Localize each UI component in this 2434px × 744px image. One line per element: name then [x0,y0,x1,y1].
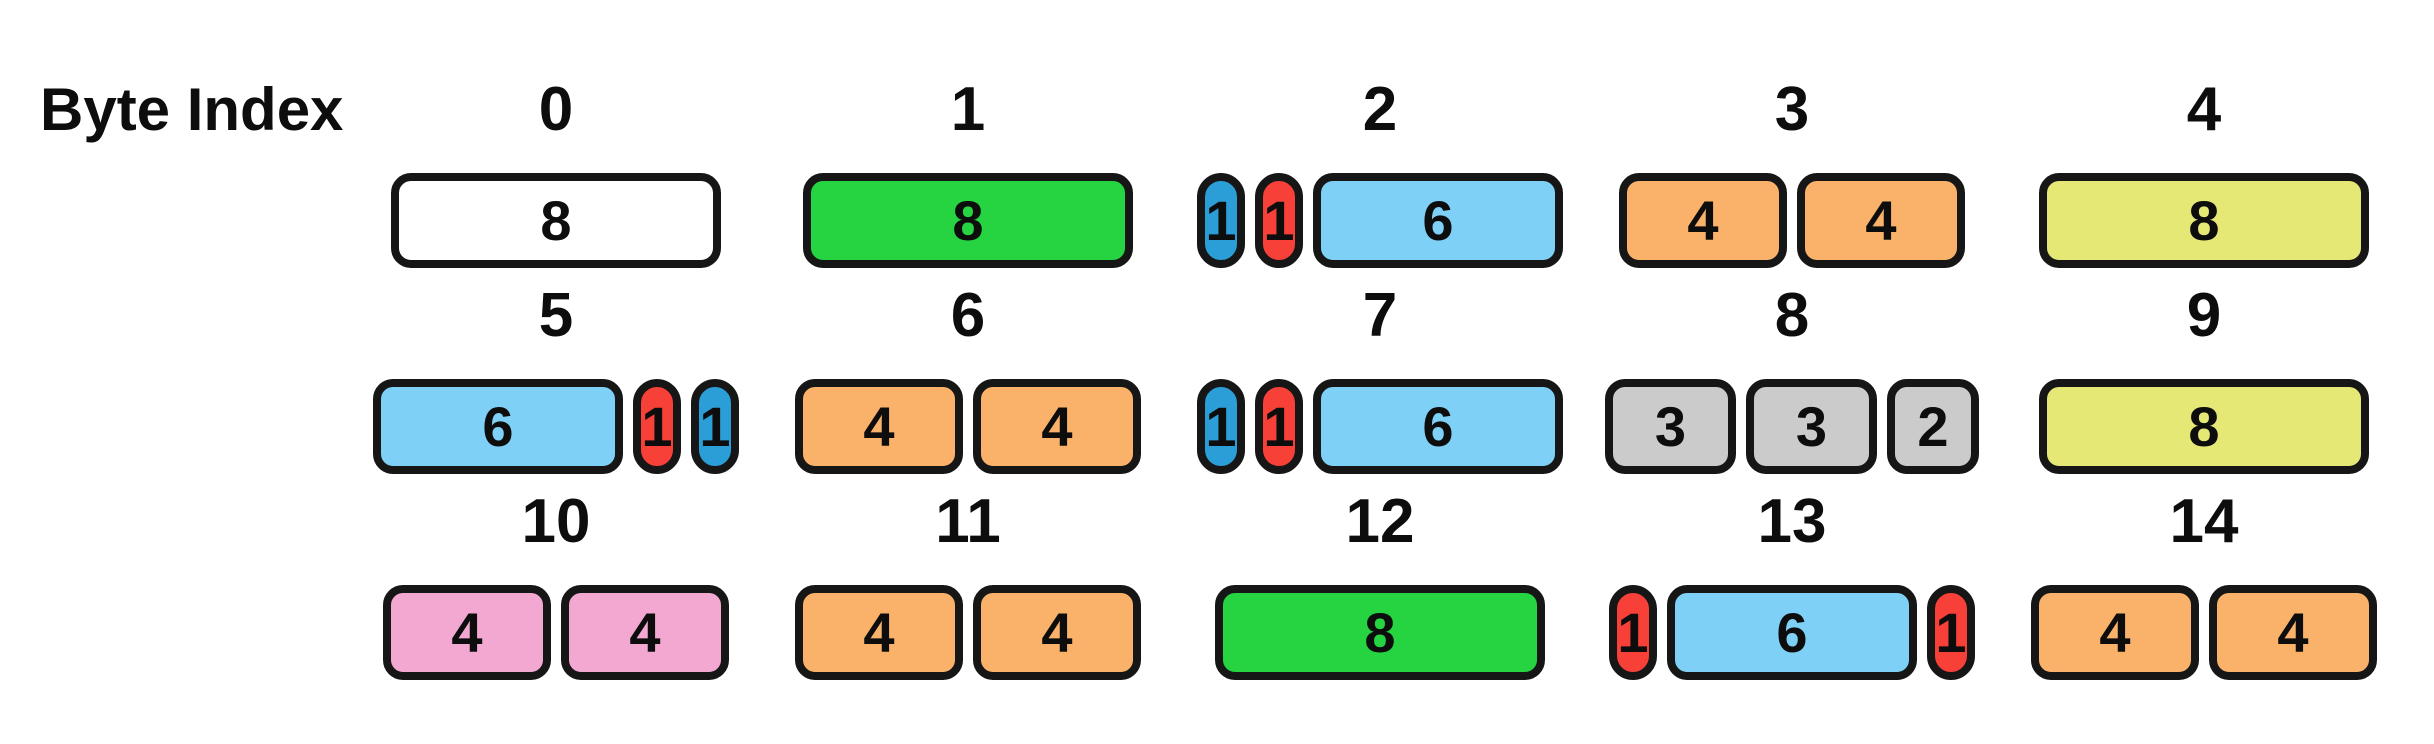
bit-segment: 6 [1313,173,1563,268]
byte-index-label: 4 [2186,75,2222,144]
byte-index-label: 14 [2169,487,2239,556]
byte-segments: 8 [2039,173,2369,268]
byte-segments: 8 [803,173,1133,268]
byte-index-label: 2 [1362,75,1398,144]
byte-index-label: 8 [1774,281,1810,350]
bit-segment: 4 [2031,585,2199,680]
bit-segment: 4 [1619,173,1787,268]
bit-segment: 6 [373,379,623,474]
bit-segment: 1 [1609,585,1657,680]
bit-segment: 3 [1605,379,1736,474]
bit-segment: 4 [383,585,551,680]
byte-index-label: 9 [2186,281,2222,350]
byte-index-label: 5 [538,281,574,350]
bit-segment: 4 [973,585,1141,680]
byte-segments: 8 [391,173,721,268]
bit-segment: 6 [1667,585,1917,680]
page-title: Byte Index [40,76,344,143]
byte-segments: 8 [2039,379,2369,474]
byte-index-label: 0 [538,75,574,144]
byte-index-label: 6 [950,281,986,350]
bit-segment: 4 [795,585,963,680]
bit-segment: 1 [1255,379,1303,474]
bit-segment: 2 [1887,379,1979,474]
bit-segment: 1 [1197,173,1245,268]
bit-segment: 4 [795,379,963,474]
byte-index-label: 11 [935,487,1001,556]
bit-segment: 1 [1197,379,1245,474]
bit-segment: 4 [973,379,1141,474]
byte-segments: 8 [1215,585,1545,680]
byte-index-label: 3 [1774,75,1810,144]
byte-index-label: 13 [1757,487,1827,556]
byte-index-label: 12 [1345,487,1415,556]
bit-segment: 1 [1255,173,1303,268]
bit-segment: 1 [691,379,739,474]
bit-segment: 4 [2209,585,2377,680]
bit-segment: 1 [633,379,681,474]
bit-segment: 1 [1927,585,1975,680]
bit-segment: 4 [1797,173,1965,268]
bit-segment: 6 [1313,379,1563,474]
byte-index-label: 7 [1362,281,1398,350]
byte-index-label: 10 [521,487,591,556]
bit-segment: 3 [1746,379,1877,474]
byte-index-label: 1 [950,75,986,144]
bit-segment: 8 [391,173,721,268]
bit-segment: 8 [2039,173,2369,268]
bit-segment: 8 [2039,379,2369,474]
bit-segment: 8 [1215,585,1545,680]
bit-segment: 8 [803,173,1133,268]
bit-segment: 4 [561,585,729,680]
